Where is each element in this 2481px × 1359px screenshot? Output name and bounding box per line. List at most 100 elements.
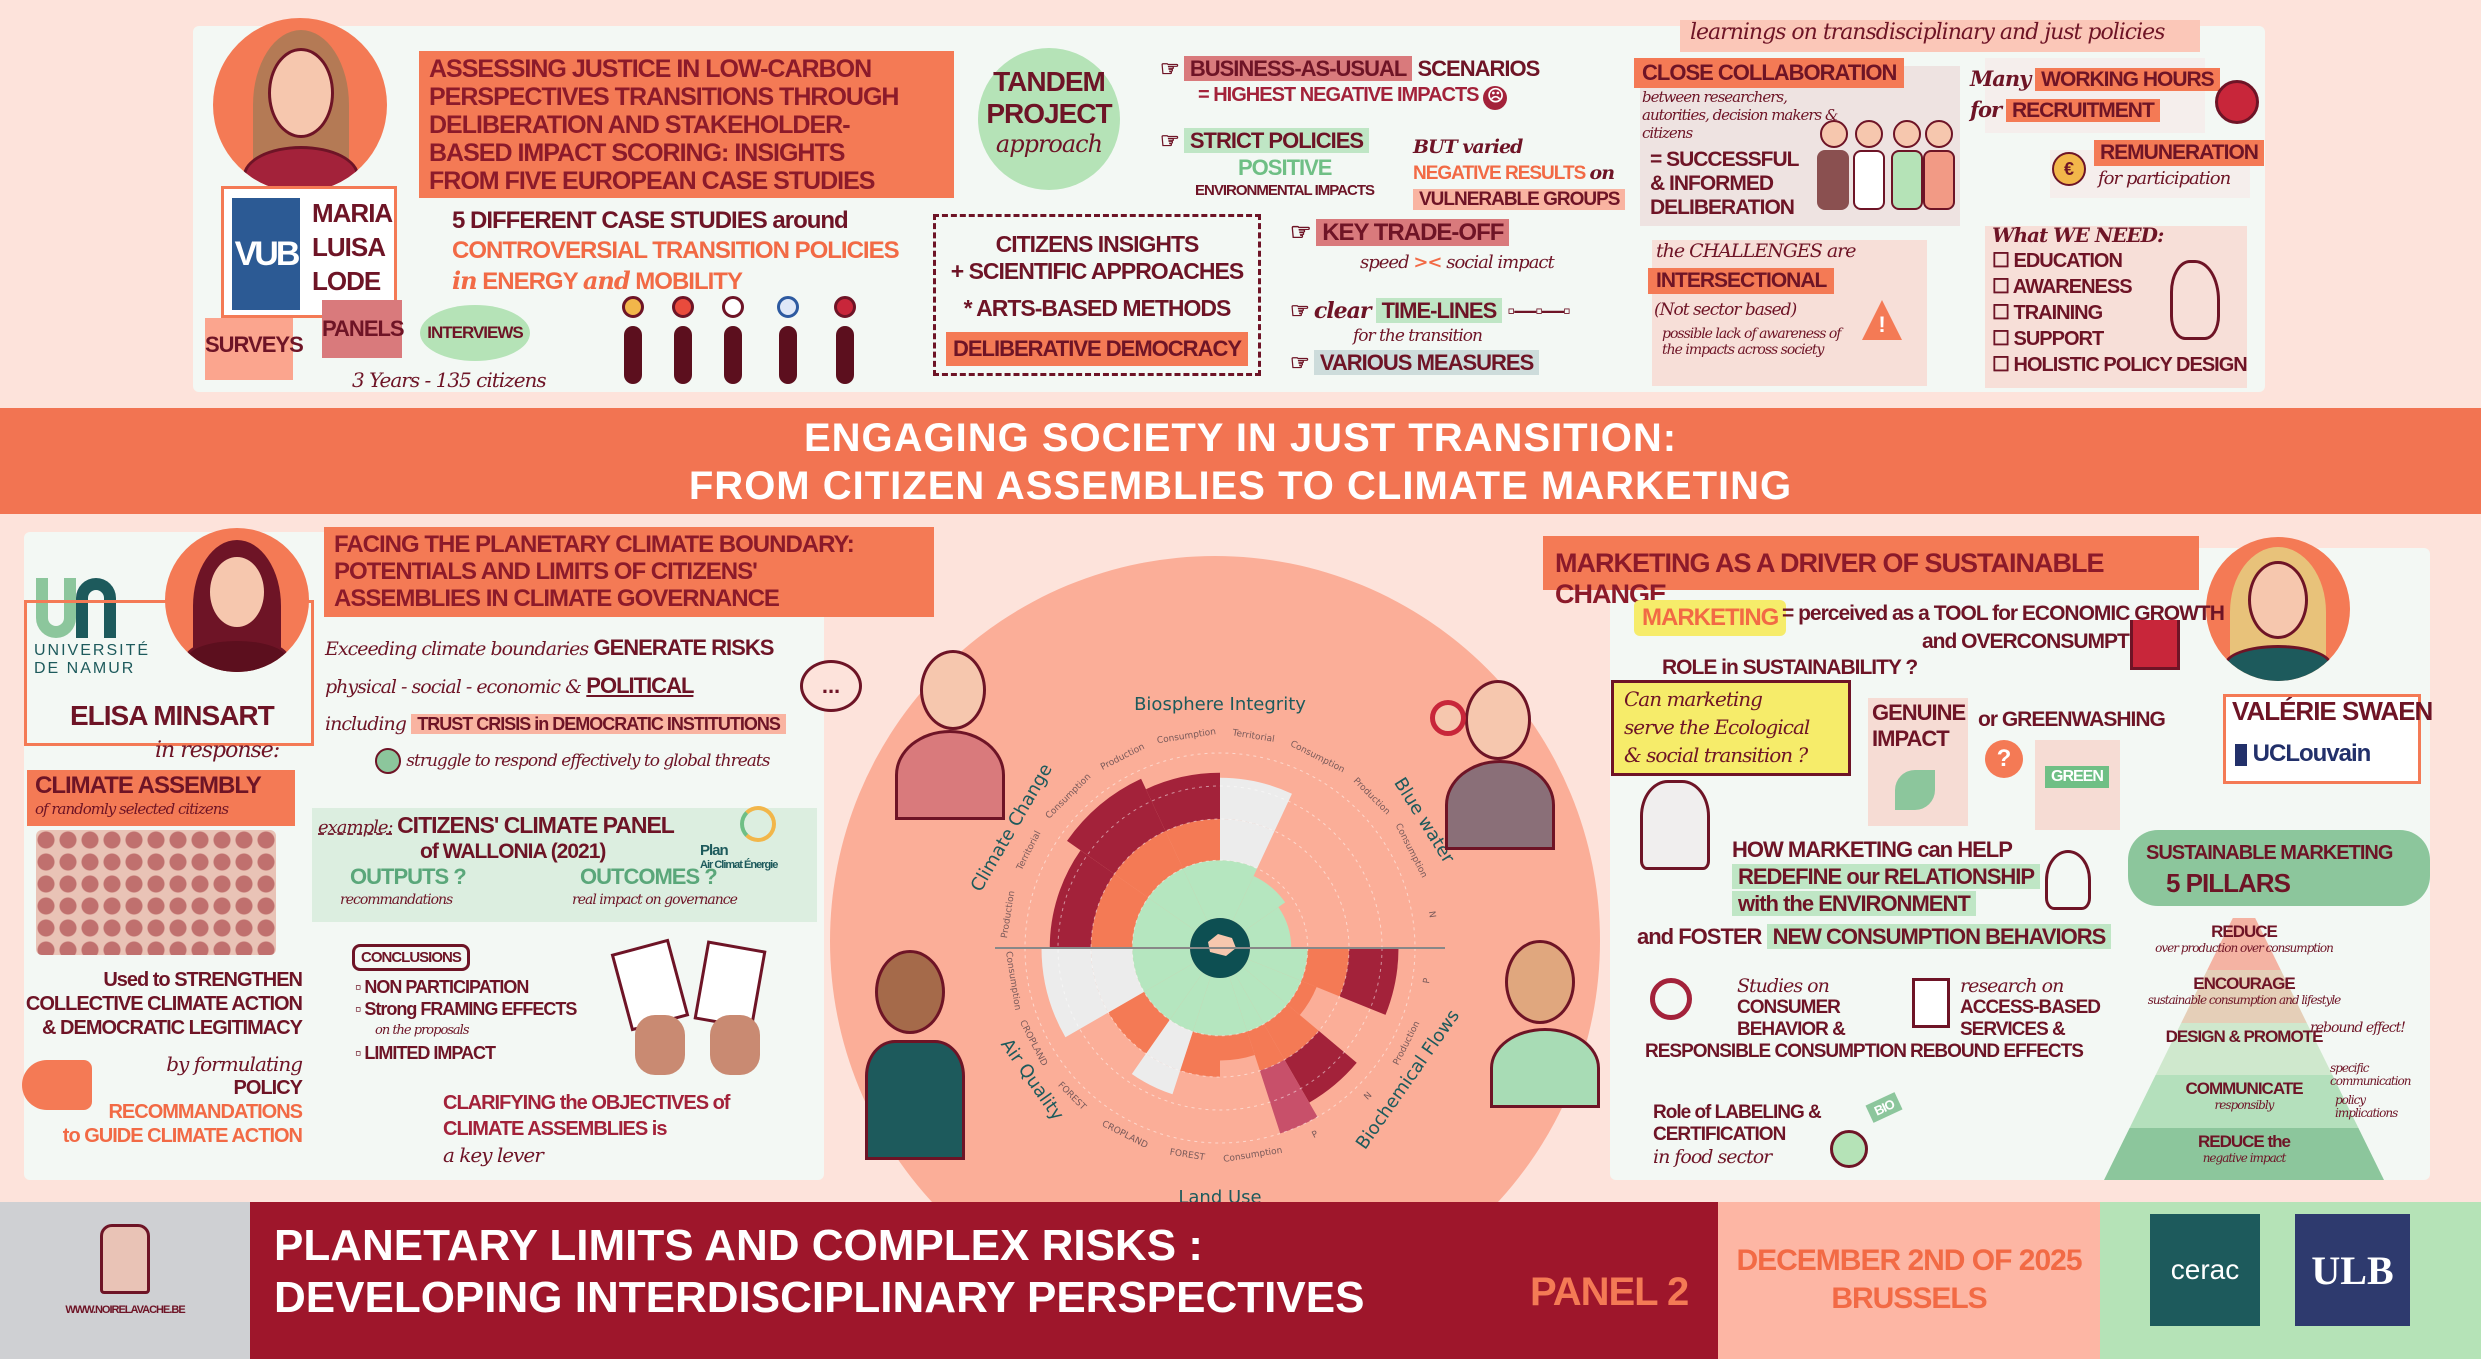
scenario-env: ENVIRONMENTAL IMPACTS [1195,182,1375,199]
key-tradeoff: ☞ KEY TRADE-OFF [1290,218,1510,247]
remuneration-label: REMUNERATION [2094,140,2264,166]
chart-sub-label: Production [1099,742,1146,773]
character-man-magnifier [1420,680,1580,850]
chart-segment-safe [1132,897,1196,948]
person-belgium-icon [672,296,694,318]
pointing-hand-icon: ☞ [1290,298,1310,323]
chart-segment-fade [1259,1059,1318,1134]
character-man-thinking [860,940,980,1170]
case-studies: 5 DIFFERENT CASE STUDIES around CONTROVE… [452,207,900,295]
chart-sub-label: Production [1000,890,1017,939]
chart-segment-increasing [1091,874,1149,948]
challenges-desc: possible lack of awareness of the impact… [1662,326,1841,358]
head-cart-icon [2045,850,2091,910]
chart-segment-increasing [1146,1019,1193,1071]
chart-sub-label: P [1311,1129,1321,1141]
pyramid-level-label: ENCOURAGE [2193,974,2296,994]
unamur-name: UNIVERSITÉ DE NAMUR [34,642,151,677]
pillars-header: SUSTAINABLE MARKETING 5 PILLARS [2128,830,2430,906]
hands-with-cards-illustration [610,935,775,1075]
stopwatch-icon [2215,80,2259,124]
green-cart-label: GREEN [2045,766,2109,788]
conclusion-item: ▫ Strong FRAMING EFFECTS [355,999,577,1019]
chart-segment-white [1220,777,1292,832]
pyramid-level-sub: negative impact [2202,1150,2287,1165]
policy-note: policy implications [2335,1093,2398,1120]
person-finland-icon [777,296,799,318]
collab-desc: between researchers, autorities, decisio… [1642,88,1838,142]
chart-segment-red [1049,850,1115,948]
chart-segment-safe [1144,963,1203,1020]
pointing-hand-icon: ☞ [1160,56,1180,81]
chart-segment-safe [1232,875,1286,931]
avatar-valerie-swaen [2206,537,2350,681]
learnings-header: learnings on transdisciplinary and just … [1680,20,2200,52]
person-figure [624,326,642,384]
shopping-cart-icon [2130,620,2180,670]
conclusions-list: ▫ NON PARTICIPATION ▫ Strong FRAMING EFF… [355,977,577,1063]
plan-logo: Plan Air Climat Énergie [700,806,778,871]
pyramid-level-label: COMMUNICATE [2185,1079,2303,1099]
speech-bubble-icon: ... [800,660,862,712]
various-measures: ☞ VARIOUS MEASURES [1290,350,1540,376]
challenges-pre: the CHALLENGES are [1656,240,1856,262]
conclusions-label: CONCLUSIONS [352,944,470,971]
person-poland-icon [722,296,744,318]
chart-segment-safe [1220,976,1248,1036]
person-figure [674,326,692,384]
chart-sub-label: Consumption [1288,739,1346,775]
euro-coin-icon: € [2052,152,2086,186]
chart-sub-label: CROPLAND [1100,1119,1149,1151]
scenario-but: BUT varied NEGATIVE RESULTS on VULNERABL… [1413,134,1626,213]
example-panel [312,808,817,922]
timelines-sub: for the transition [1353,326,1483,346]
chart-segment-increasing [1220,819,1275,869]
chart-segment-white [1131,1053,1181,1095]
chart-sub-label: Consumption [1156,727,1216,746]
chart-segment-safe [1229,973,1264,1032]
chart-segment-safe [1192,976,1220,1036]
person-figure [724,326,742,384]
pyramid-level-label: REDUCE [2211,922,2278,941]
chart-sub-label: P [1422,977,1433,984]
chart-sub-label: Territorial [1231,728,1276,745]
approach-box: CITIZENS INSIGHTS + SCIENTIFIC APPROACHE… [933,214,1261,376]
chart-segment-safe [1242,959,1302,1005]
method-interviews: INTERVIEWS [420,305,530,361]
tradeoff-detail: speed >< social impact [1360,252,1555,273]
chart-sub-label: N [1426,910,1437,918]
chart-sub-label: Consumption [1003,951,1022,1011]
chart-segment-increasing [1180,1031,1220,1077]
chart-segment-increasing [1114,831,1183,898]
person-figure [836,326,854,384]
belgium-map-icon [1208,934,1236,956]
footer-logos: cerac ULB [2100,1202,2481,1359]
outcomes-desc: real impact on governance [572,892,738,908]
footer-date: DECEMBER 2ND OF 2025 BRUSSELS [1718,1202,2100,1359]
vub-logo: VUB [232,198,300,310]
rebound-note: rebound effect! [2310,1020,2406,1036]
need-item: ☐ TRAINING [1992,302,2103,324]
magnifier-icon [1430,700,1466,736]
outputs-desc: recommandations [340,892,453,908]
person-figure [779,326,797,384]
pointing-hand-icon: ☞ [1290,219,1311,246]
foster-text: and FOSTER NEW CONSUMPTION BEHAVIORS [1637,924,2112,950]
avatar-maria-luisa-lode [213,18,387,192]
labeling-text: Role of LABELING & CERTIFICATION in food… [1653,1102,1822,1168]
chart-segment-safe [1148,868,1208,931]
chart-segment-increasing [1091,948,1145,1013]
crowd-illustration [36,830,276,955]
need-item: ☐ HOLISTIC POLICY DESIGN [1992,354,2248,376]
country-people [612,296,872,388]
example-text: example: CITIZENS' CLIMATE PANEL [318,812,675,838]
chart-segment-safe [1132,948,1195,992]
chart-segment-safe [1182,860,1220,921]
method-panels: PANELS [322,300,405,358]
uclouvain-logo: UCLouvain [2235,740,2371,768]
scenario-strict: ☞ STRICT POLICIES [1160,128,1370,154]
talk-title: MARKETING AS A DRIVER OF SUSTAINABLE CHA… [1543,536,2199,609]
method-surveys: SURVEYS [205,318,304,380]
